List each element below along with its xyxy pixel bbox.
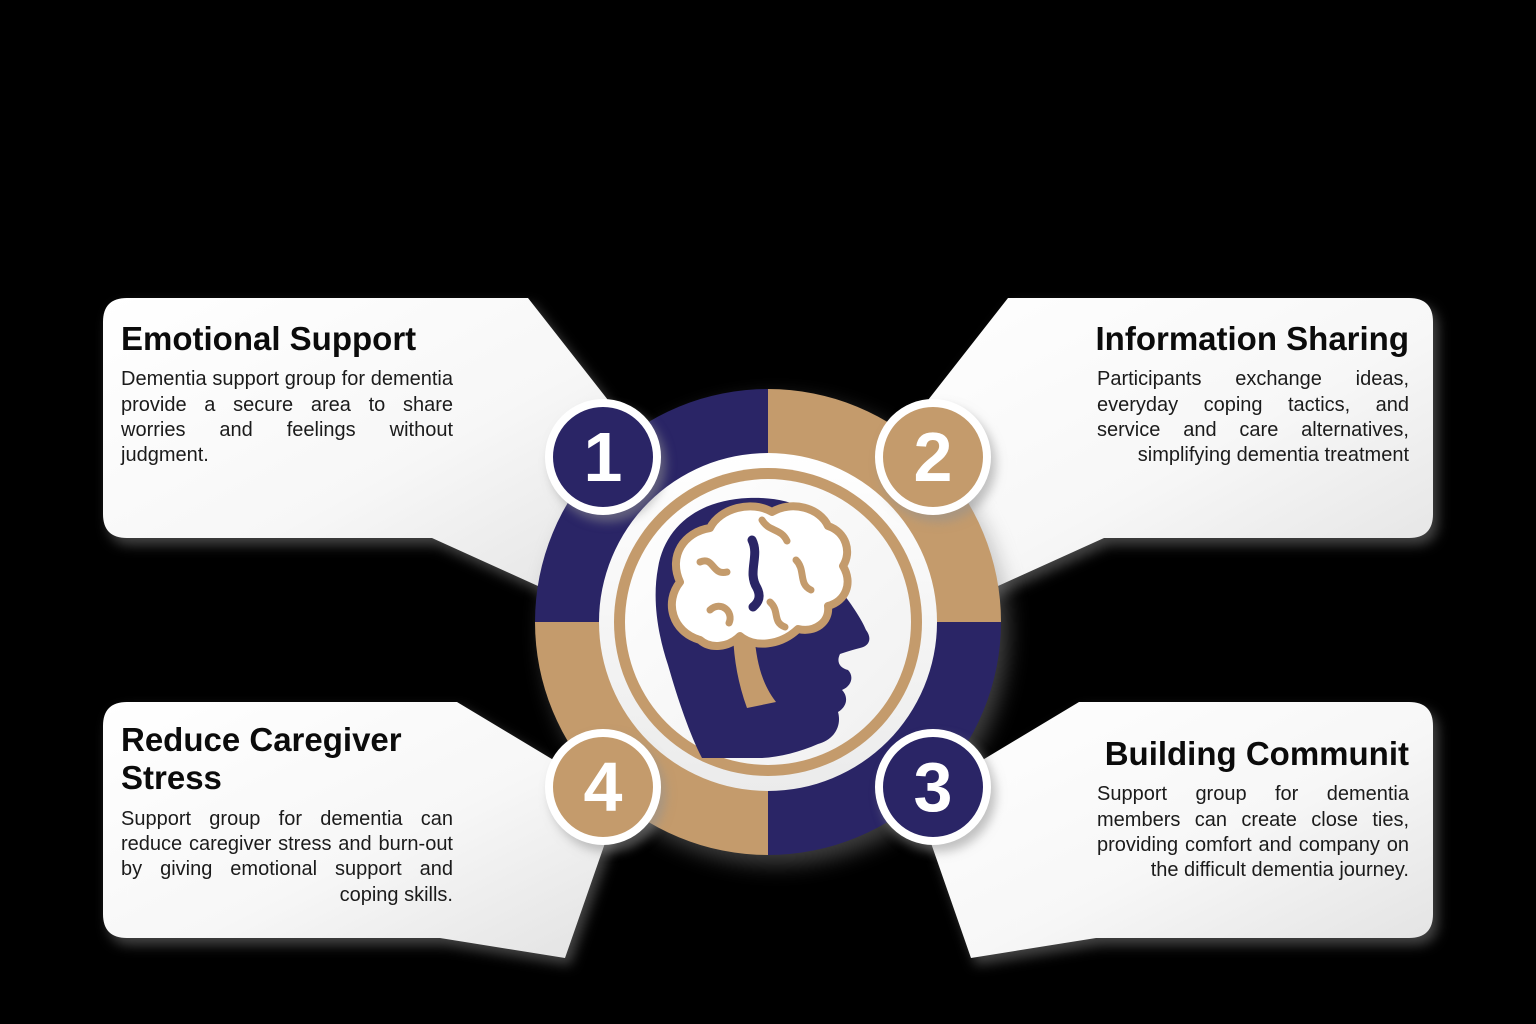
step-number: 3 — [913, 748, 953, 826]
card-shape-emotional-support — [103, 298, 655, 596]
step-number: 2 — [913, 418, 953, 496]
card-emotional-support: Emotional Support Dementia support group… — [121, 320, 453, 469]
card-title: Reduce Caregiver Stress — [121, 721, 402, 797]
brain-outline — [667, 502, 852, 650]
card-title: Information Sharing — [1095, 320, 1410, 357]
card-building-communit: Building Communit Support group for deme… — [1077, 735, 1409, 884]
brain-gyri — [696, 516, 815, 631]
step-badge-3: 3 — [875, 729, 991, 845]
step-badge-1: 1 — [545, 399, 661, 515]
card-shape-reduce-caregiver-stress — [103, 702, 620, 958]
brain-stem — [733, 630, 776, 708]
card-reduce-caregiver-stress: Reduce Caregiver Stress Support group fo… — [121, 721, 453, 908]
card-body: Support group for dementia can reduce ca… — [121, 807, 453, 906]
step-number: 4 — [583, 748, 623, 826]
brain-center-fold — [747, 535, 764, 612]
card-body: Support group for dementia members can c… — [1097, 783, 1409, 882]
card-shape-information-sharing — [881, 298, 1433, 596]
card-body: Dementia support group for dementia prov… — [121, 368, 453, 467]
card-body: Participants exchange ideas, everyday co… — [1097, 368, 1409, 467]
step-badge-2: 2 — [875, 399, 991, 515]
card-information-sharing: Information Sharing Participants exchang… — [1077, 320, 1410, 469]
card-title: Building Communit — [1104, 735, 1409, 772]
step-number: 1 — [583, 418, 623, 496]
head-brain-icon — [655, 497, 870, 758]
card-title: Emotional Support — [121, 320, 417, 357]
step-badge-4: 4 — [545, 729, 661, 845]
card-shape-building-communit — [916, 702, 1433, 958]
